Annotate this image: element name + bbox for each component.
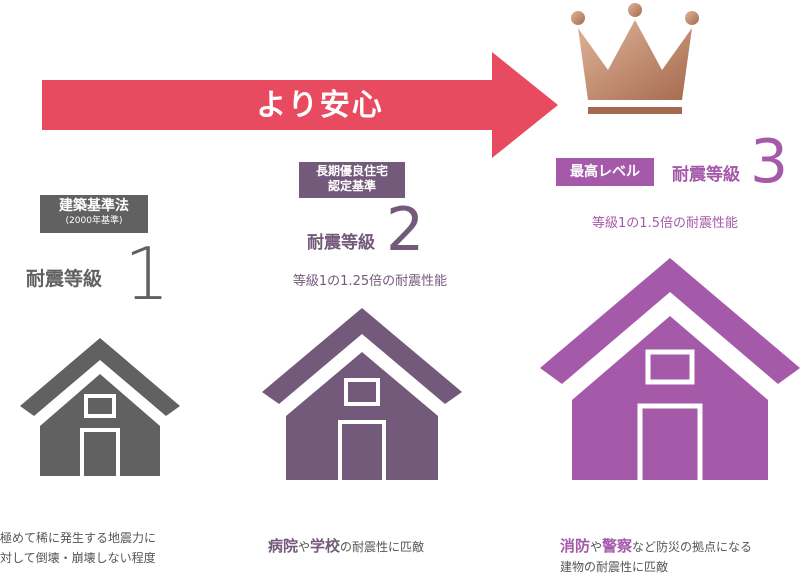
level2-performance: 等級1の1.25倍の耐震性能 <box>292 274 448 289</box>
level3-badge: 最高レベル <box>556 158 654 186</box>
level1-number: 1 <box>124 232 170 316</box>
level1-badge: 建築基準法 (2000年基準) <box>40 195 148 233</box>
level3-description: 消防や警察など防災の拠点になる 建物の耐震性に匹敵 <box>560 537 753 574</box>
level2-badge: 長期優良住宅 認定基準 <box>299 162 405 198</box>
level3-performance: 等級1の1.5倍の耐震性能 <box>592 216 738 231</box>
level2-label: 耐震等級 <box>307 233 375 253</box>
crown-icon <box>571 3 699 114</box>
house-icon-level1 <box>20 338 180 476</box>
level2-number: 2 <box>386 195 425 265</box>
level2-description: 病院や学校の耐震性に匹敵 <box>268 537 425 555</box>
arrow-label: より安心 <box>256 88 384 123</box>
level3-number: 3 <box>750 127 789 197</box>
level1-badge-subtitle: (2000年基準) <box>65 215 123 226</box>
house-icon-level3 <box>540 258 800 480</box>
level1-description: 極めて稀に発生する地震力に 対して倒壊・崩壊しない程度 <box>0 531 157 565</box>
level1-badge-title: 建築基準法 <box>59 198 129 214</box>
level3-label: 耐震等級 <box>672 165 740 185</box>
level1-label: 耐震等級 <box>26 268 103 290</box>
house-icon-level2 <box>262 308 462 480</box>
arrow-shape <box>42 52 558 158</box>
